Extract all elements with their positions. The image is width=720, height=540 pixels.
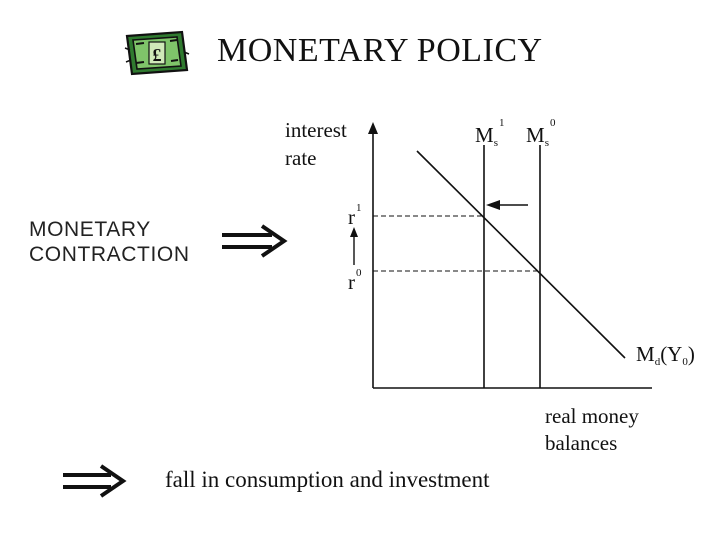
implies-arrow-bottom-icon	[63, 464, 127, 498]
y-axis-arrowhead	[368, 122, 378, 134]
pound-banknote-icon: £	[124, 30, 190, 76]
demand-open: (Y	[660, 342, 682, 366]
supply-new-label: Ms1	[475, 117, 504, 149]
rate-rise-arrowhead	[350, 227, 358, 237]
x-axis-label-line1: real money	[545, 404, 639, 428]
monetary-contraction-label: MONETARY CONTRACTION	[29, 217, 190, 267]
demand-label: Md(Y0)	[636, 342, 695, 368]
x-axis-label-line2: balances	[545, 431, 617, 455]
svg-text:£: £	[153, 45, 162, 65]
rate-new-base: r	[348, 205, 355, 229]
slide-title: MONETARY POLICY	[217, 32, 543, 69]
rate-old-label: r0	[348, 267, 362, 294]
rate-old-sup: 0	[356, 267, 362, 279]
left-label-line1: MONETARY	[29, 218, 151, 241]
consequence-text: fall in consumption and investment	[165, 467, 490, 492]
demand-y-sub: 0	[682, 356, 688, 368]
supply-new-base: M	[475, 123, 494, 147]
supply-old-label: Ms0	[526, 117, 556, 149]
implies-arrow-icon	[222, 224, 288, 258]
rate-new-sup: 1	[356, 202, 362, 214]
supply-old-sup: 0	[550, 117, 556, 129]
supply-shift-arrowhead	[486, 200, 500, 210]
demand-base: M	[636, 342, 655, 366]
supply-new-sub: s	[494, 137, 498, 149]
demand-sub: d	[655, 356, 661, 368]
demand-close: )	[688, 342, 695, 366]
y-axis-label-line2: rate	[285, 146, 316, 170]
supply-old-sub: s	[545, 137, 549, 149]
rate-old-base: r	[348, 270, 355, 294]
left-label-line2: CONTRACTION	[29, 243, 190, 266]
money-demand-line	[416, 150, 626, 359]
supply-new-sup: 1	[499, 117, 505, 129]
rate-new-label: r1	[348, 202, 362, 229]
y-axis-label-line1: interest	[285, 118, 347, 142]
supply-old-base: M	[526, 123, 545, 147]
